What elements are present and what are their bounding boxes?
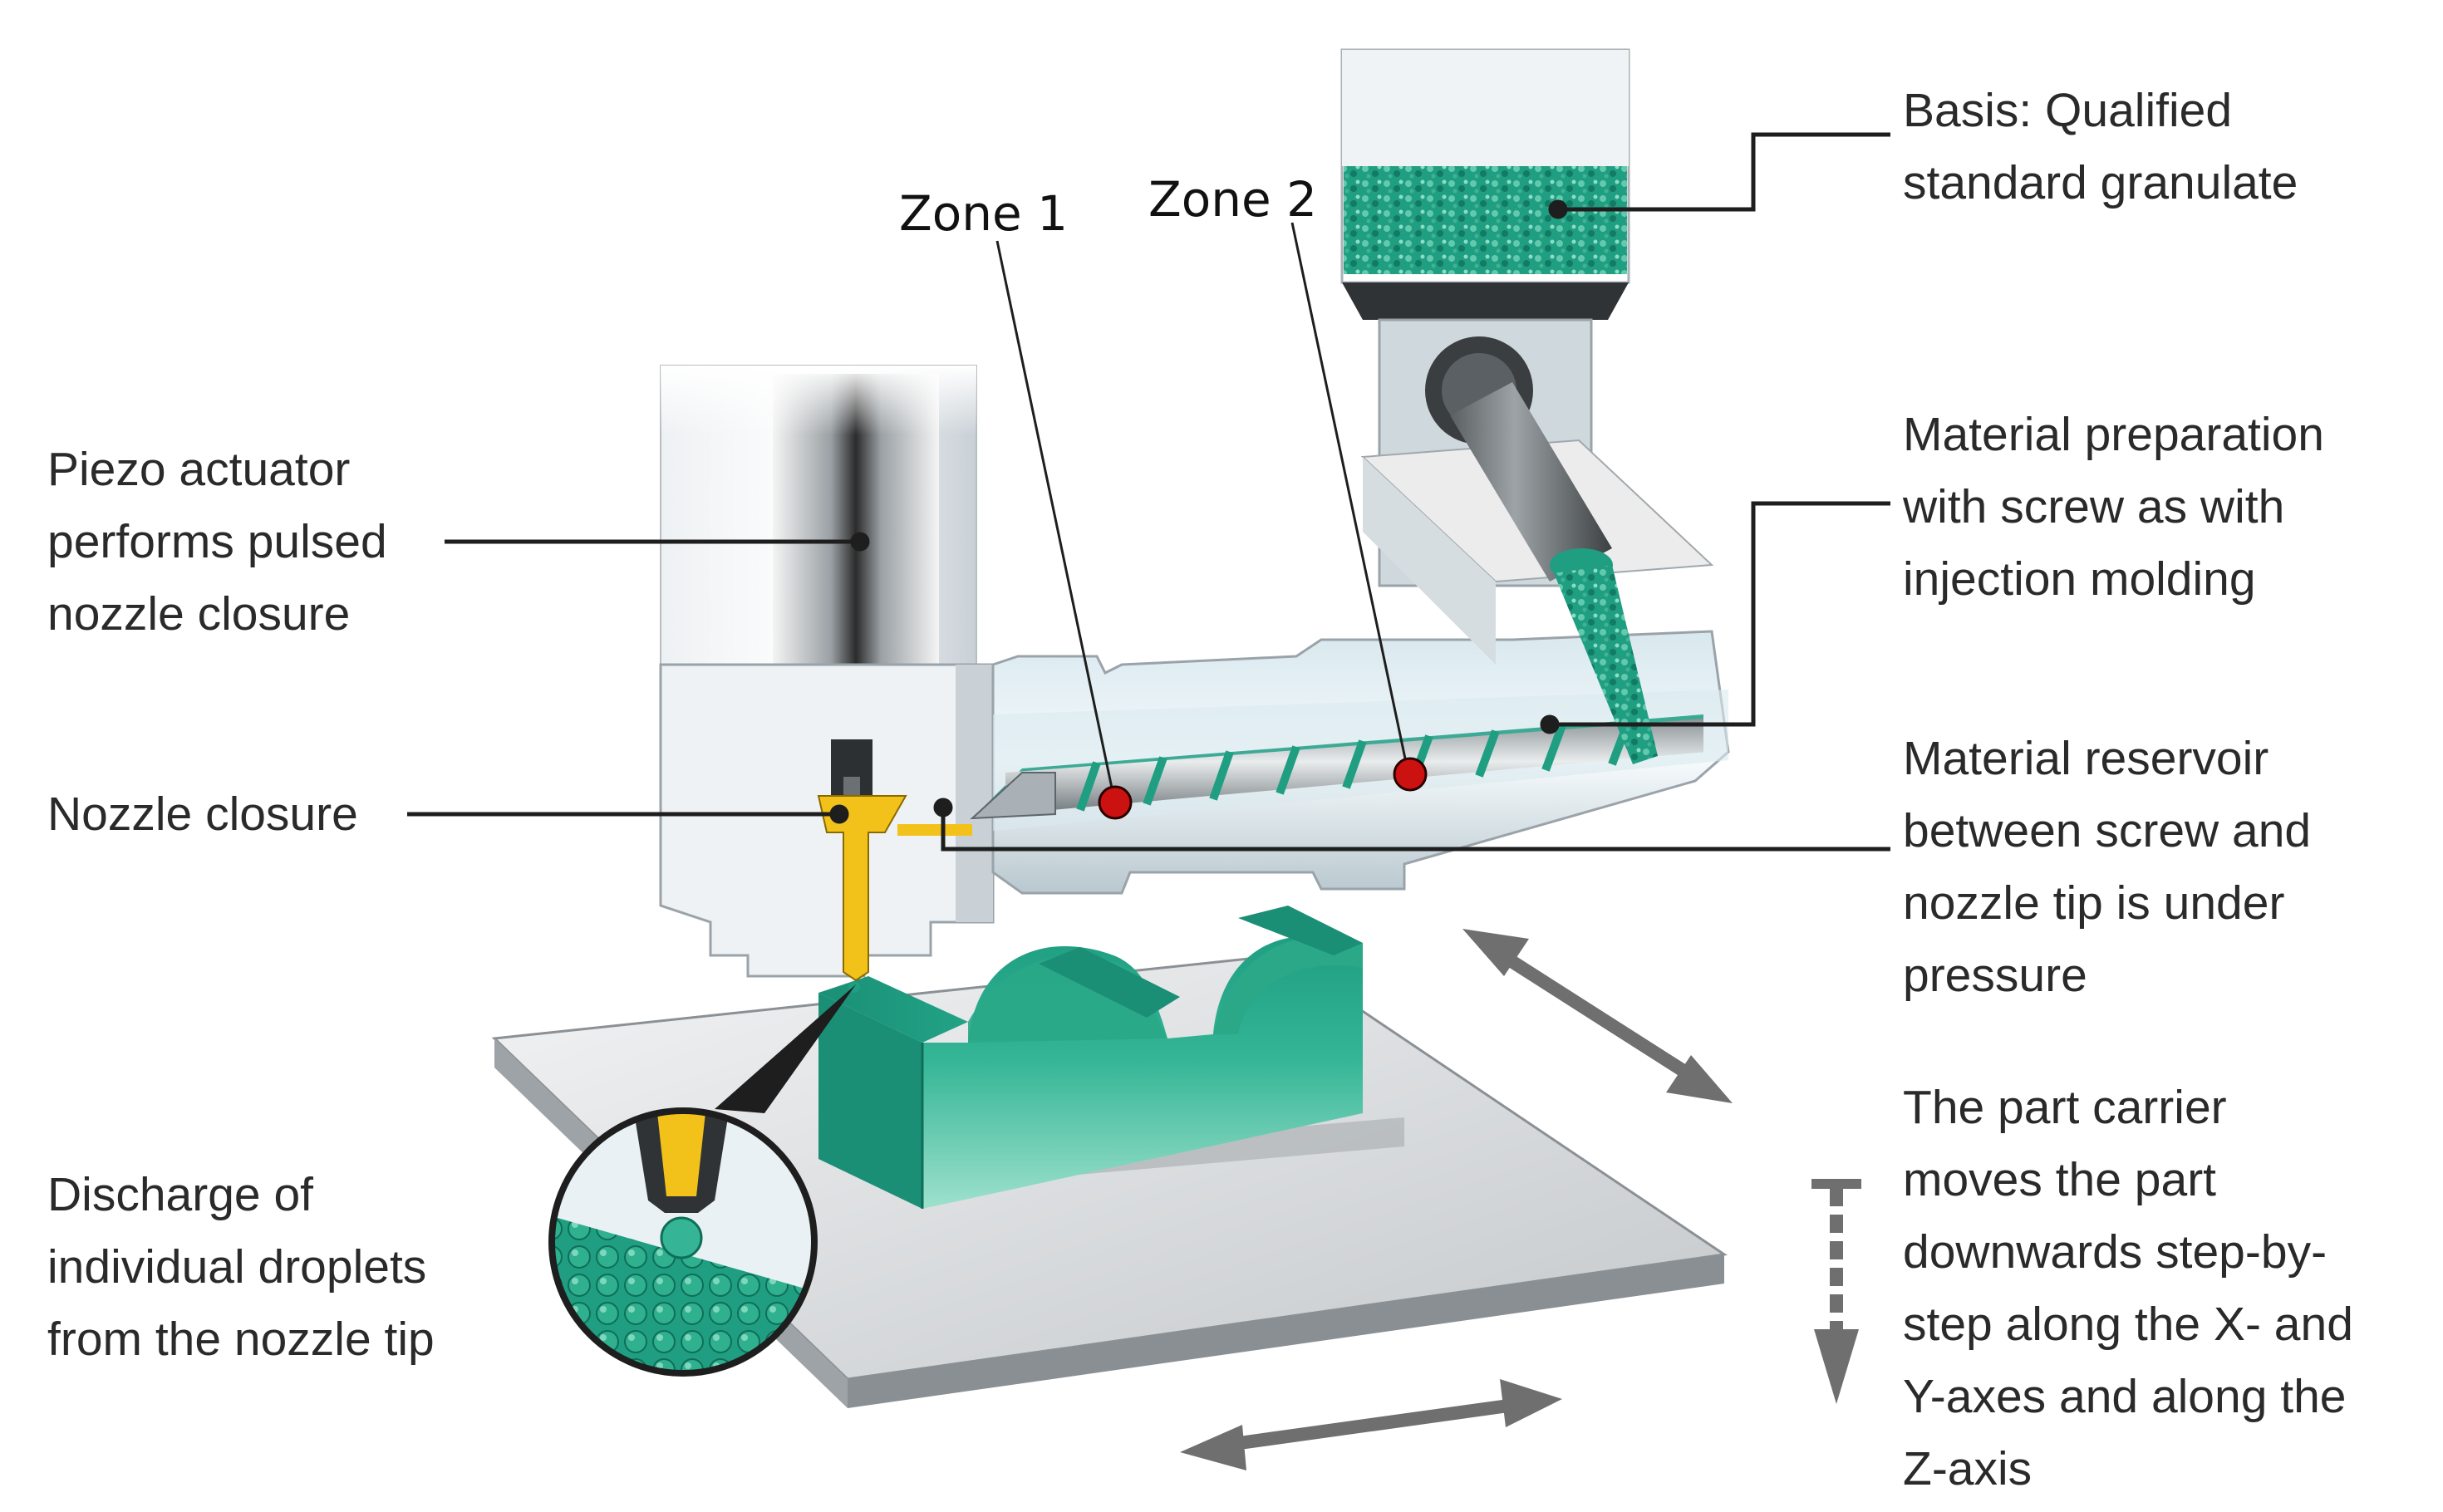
- printed-part: [818, 906, 1363, 1209]
- piezo-label-line: performs pulsed: [47, 515, 387, 568]
- zone-2-marker: [1393, 757, 1428, 792]
- dashed-down-arrow-icon: [1811, 1179, 1861, 1404]
- carrier-label-line: downwards step-by-: [1903, 1225, 2327, 1279]
- granulate-label-line: Basis: Qualified: [1903, 84, 2233, 137]
- material-hopper: [1340, 48, 1714, 764]
- carrier-label-line: Z-axis: [1903, 1442, 2033, 1495]
- material-prep-label-line: with screw as with: [1903, 480, 2285, 533]
- leader-lines: [407, 132, 1890, 852]
- nozzle-closure-label-line: Nozzle closure: [47, 788, 358, 841]
- carrier-label-line: The part carrier: [1903, 1081, 2227, 1134]
- droplet-discharge-label: Discharge of individual droplets from th…: [47, 1159, 435, 1376]
- discharge-label-line: individual droplets: [47, 1240, 427, 1294]
- plasticizing-barrel: [970, 630, 1730, 895]
- zone-pointers: [995, 222, 1428, 820]
- material-prep-label-line: injection molding: [1903, 552, 2256, 606]
- zone-1-marker: [1098, 785, 1133, 820]
- carrier-label-line: moves the part: [1903, 1153, 2217, 1206]
- reservoir-label-line: pressure: [1903, 949, 2087, 1002]
- zone-2-label: Zone 2: [1148, 171, 1317, 228]
- double-arrow-icon: [1180, 929, 1733, 1470]
- reservoir-label-line: nozzle tip is under: [1903, 876, 2285, 930]
- material-reservoir-label: Material reservoir between screw and noz…: [1903, 723, 2311, 1012]
- zone-1-label: Zone 1: [899, 185, 1068, 242]
- droplet-zoom-inset: [548, 984, 856, 1377]
- piezo-actuator-label: Piezo actuator performs pulsed nozzle cl…: [47, 434, 387, 650]
- discharge-label-line: from the nozzle tip: [47, 1313, 435, 1366]
- discharge-label-line: Discharge of: [47, 1168, 313, 1221]
- carrier-label-line: Y-axes and along the: [1903, 1370, 2347, 1423]
- nozzle-closure: [817, 795, 972, 993]
- reservoir-label-line: between screw and: [1903, 804, 2312, 857]
- reservoir-label-line: Material reservoir: [1903, 732, 2269, 785]
- granulate-label-line: standard granulate: [1903, 156, 2298, 209]
- piezo-label-line: Piezo actuator: [47, 443, 351, 496]
- piezo-label-line: nozzle closure: [47, 587, 351, 641]
- part-carrier-label: The part carrier moves the part downward…: [1903, 1072, 2353, 1505]
- nozzle-head: [659, 365, 995, 978]
- granulate-label: Basis: Qualified standard granulate: [1903, 75, 2298, 219]
- material-preparation-label: Material preparation with screw as with …: [1903, 399, 2324, 616]
- carrier-label-line: step along the X- and: [1903, 1298, 2353, 1351]
- material-prep-label-line: Material preparation: [1903, 408, 2324, 461]
- nozzle-closure-label: Nozzle closure: [47, 778, 358, 851]
